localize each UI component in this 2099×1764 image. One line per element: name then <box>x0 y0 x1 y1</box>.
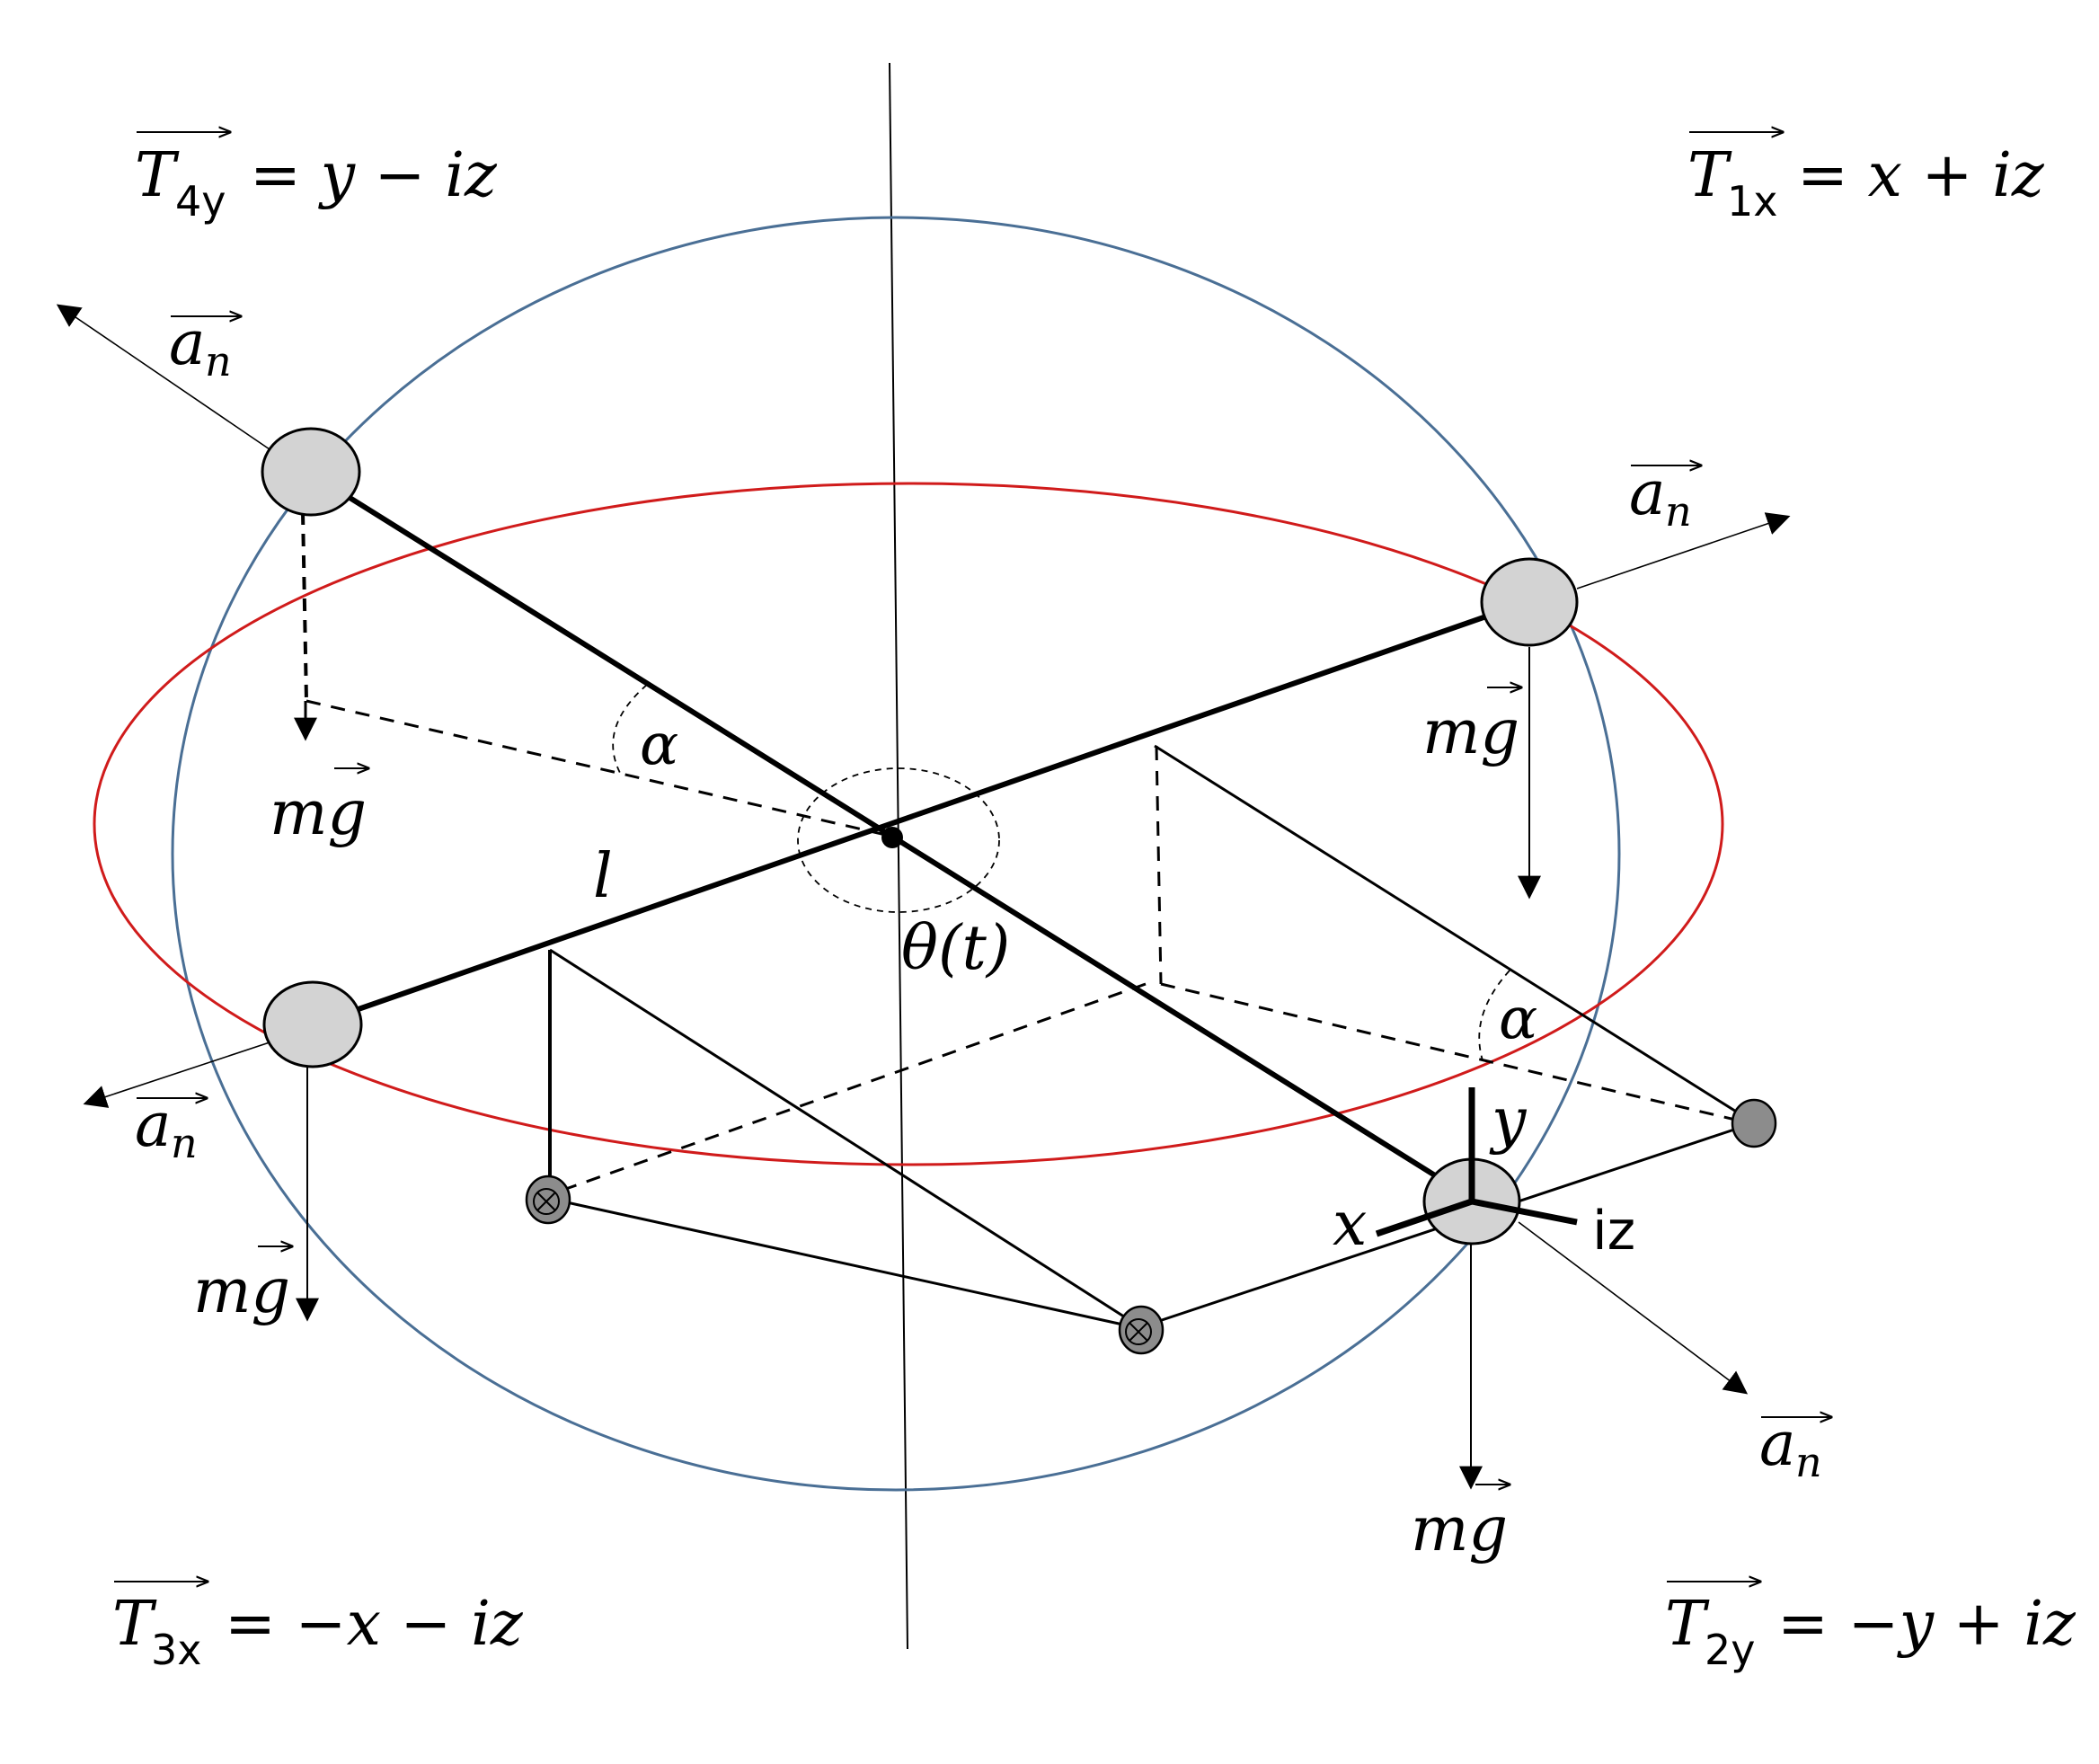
an-symbol: a <box>135 1090 172 1161</box>
label-an-bottom-right: a n <box>1759 1409 1831 1486</box>
frame-small-to-bottom <box>545 1196 1140 1330</box>
dashed-left-drop <box>301 511 308 702</box>
dashed-right-drop <box>1155 745 1163 985</box>
label-t3x: T 3x = −x − iz <box>112 1582 524 1674</box>
local-axis-iz <box>1471 1198 1578 1226</box>
t2y-eq: = −y + iz <box>1777 1589 2077 1660</box>
label-an-top-left: a n <box>169 308 241 386</box>
label-mg-bottom-right: mg <box>1411 1485 1510 1565</box>
t2y-sub: 2y <box>1705 1626 1756 1674</box>
mass-left <box>262 980 363 1068</box>
an-symbol: a <box>1629 458 1666 529</box>
mg-text: mg <box>1422 697 1519 768</box>
t1x-eq: = x + iz <box>1797 140 2045 211</box>
label-t4y: T 4y = y − iz <box>135 132 498 226</box>
theta-dashed-circle <box>797 767 1000 913</box>
label-an-left: a n <box>135 1090 207 1167</box>
label-axis-y: y <box>1489 1086 1528 1157</box>
local-axis-x <box>1375 1198 1474 1237</box>
alpha-arc-right <box>1478 970 1510 1061</box>
mg-text: mg <box>270 778 367 849</box>
arm-horizontal <box>314 599 1528 1027</box>
alpha-arc-left <box>612 684 648 774</box>
frame-left-diagonal <box>549 948 1140 1328</box>
an-arrow-right <box>1576 512 1791 589</box>
mg-text: mg <box>1411 1494 1508 1565</box>
label-an-right: a n <box>1629 458 1701 536</box>
small-mass-bottom-crossed <box>1118 1305 1165 1355</box>
vertical-axis <box>889 62 908 1650</box>
an-arrow-left <box>83 1042 270 1108</box>
dashed-left-to-center <box>306 699 890 838</box>
blue-sphere-circle <box>171 216 1621 1492</box>
frame-right-diagonal <box>1154 744 1749 1121</box>
t4y-sub: 4y <box>175 177 226 226</box>
label-arm-length: l <box>593 841 613 912</box>
t1x-symbol: T <box>1687 140 1732 211</box>
an-symbol: a <box>1759 1409 1796 1480</box>
an-sub: n <box>1665 487 1692 536</box>
an-symbol: a <box>169 308 206 379</box>
t3x-sub: 3x <box>151 1626 202 1674</box>
t3x-symbol: T <box>112 1589 157 1660</box>
an-sub: n <box>1795 1438 1822 1486</box>
t1x-sub: 1x <box>1727 177 1778 226</box>
t4y-symbol: T <box>135 140 180 211</box>
small-mass-right <box>1731 1098 1777 1148</box>
an-arrow-top-left <box>56 304 270 450</box>
label-theta: θ(t) <box>901 913 1010 984</box>
dashed-right-to-mass <box>1160 982 1751 1125</box>
an-sub: n <box>205 337 232 386</box>
an-arrow-bottom-right <box>1518 1221 1749 1395</box>
label-mg-top-left: mg <box>270 768 368 849</box>
label-alpha-left: α <box>640 712 678 778</box>
label-mg-right: mg <box>1422 687 1521 768</box>
center-hub <box>881 827 903 848</box>
t2y-symbol: T <box>1665 1589 1710 1660</box>
mass-top-left <box>261 427 361 517</box>
label-t2y: T 2y = −y + iz <box>1665 1582 2077 1674</box>
mg-text: mg <box>193 1256 290 1327</box>
label-axis-x: x <box>1333 1189 1367 1260</box>
label-t1x: T 1x = x + iz <box>1687 132 2045 226</box>
label-mg-left: mg <box>193 1246 292 1327</box>
t4y-eq: = y − iz <box>250 140 498 211</box>
red-rotation-ellipse <box>93 482 1724 1166</box>
label-axis-iz: iz <box>1592 1200 1635 1263</box>
mass-right <box>1480 557 1579 647</box>
dashed-center-to-small <box>547 982 1147 1197</box>
t3x-eq: = −x − iz <box>225 1589 524 1660</box>
an-sub: n <box>171 1119 198 1167</box>
small-mass-left-crossed <box>525 1175 571 1225</box>
label-alpha-right: α <box>1499 986 1537 1052</box>
